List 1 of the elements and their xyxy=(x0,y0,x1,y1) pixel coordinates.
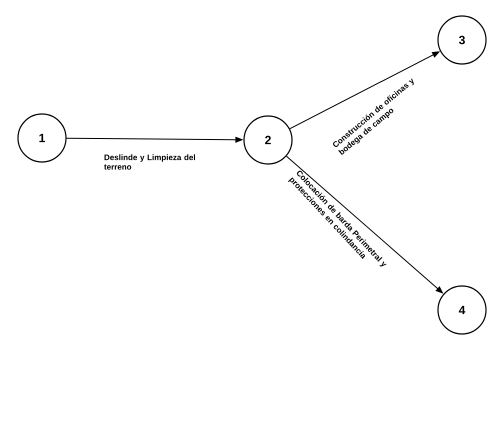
edge-label: Deslinde y Limpieza del terreno xyxy=(104,154,196,170)
